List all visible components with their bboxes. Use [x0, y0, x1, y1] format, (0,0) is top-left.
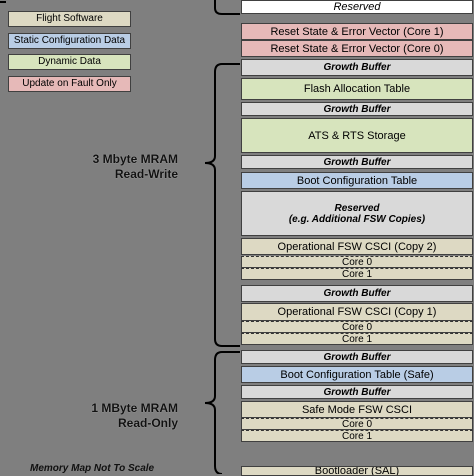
memory-block-growth-buffer: Growth Buffer: [241, 155, 473, 169]
memory-block-label: Core 1: [341, 430, 372, 442]
memory-block-reserved: Reserved(e.g. Additional FSW Copies): [241, 191, 473, 236]
legend-update-on-fault-only: Update on Fault Only: [8, 76, 131, 92]
rw-brace: [204, 63, 240, 347]
memory-block-core-0: Core 0: [241, 321, 473, 333]
memory-block-sublabel: (e.g. Additional FSW Copies): [288, 213, 426, 225]
rw-label-line1: 3 Mbyte MRAM: [92, 152, 178, 166]
memory-block-label: Core 0: [341, 321, 372, 333]
memory-block-label: Core 0: [341, 418, 372, 430]
ro-region-label: 1 MByte MRAM Read-Only: [48, 401, 178, 431]
memory-block-label: Bootloader (SAL): [314, 466, 400, 476]
memory-block-core-1: Core 1: [241, 333, 473, 345]
memory-block-growth-buffer: Growth Buffer: [241, 59, 473, 76]
memory-block-label: Growth Buffer: [323, 288, 391, 299]
legend-dynamic-data: Dynamic Data: [8, 54, 131, 70]
memory-block-growth-buffer: Growth Buffer: [241, 102, 473, 116]
memory-block-core-1: Core 1: [241, 430, 473, 442]
memory-block-label: Core 1: [341, 333, 372, 345]
memory-block-reset-state-error-vector-core-0: Reset State & Error Vector (Core 0): [241, 40, 473, 57]
ro-label-line2: Read-Only: [117, 416, 178, 430]
memory-block-label: ATS & RTS Storage: [308, 129, 406, 142]
ro-brace: [204, 351, 240, 474]
memory-block-reserved: Reserved: [241, 0, 473, 14]
memory-block-label: Reset State & Error Vector (Core 0): [270, 42, 444, 55]
rw-label-line2: Read-Write: [114, 167, 178, 181]
memory-block-operational-fsw-csci-copy-1: Operational FSW CSCI (Copy 1): [241, 303, 473, 321]
memory-block-operational-fsw-csci-copy-2: Operational FSW CSCI (Copy 2): [241, 238, 473, 255]
memory-block-label: Growth Buffer: [323, 156, 391, 168]
rw-region-label: 3 Mbyte MRAM Read-Write: [48, 152, 178, 182]
not-to-scale-note: Memory Map Not To Scale: [30, 463, 155, 474]
memory-block-label: Growth Buffer: [323, 386, 391, 398]
memory-block-boot-configuration-table-safe: Boot Configuration Table (Safe): [241, 366, 473, 383]
memory-block-reset-state-error-vector-core-1: Reset State & Error Vector (Core 1): [241, 23, 473, 40]
memory-block-label: Boot Configuration Table: [296, 174, 418, 187]
memory-block-label: Reserved: [334, 202, 380, 214]
memory-block-label: Growth Buffer: [323, 351, 391, 363]
memory-block-label: Core 1: [341, 268, 372, 280]
top-brace-line: [214, 0, 240, 15]
memory-block-label: Operational FSW CSCI (Copy 2): [277, 240, 437, 253]
legend-static-configuration-data: Static Configuration Data: [8, 33, 131, 49]
memory-block-boot-configuration-table: Boot Configuration Table: [241, 172, 473, 189]
memory-block-growth-buffer: Growth Buffer: [241, 350, 473, 364]
memory-block-label: Growth Buffer: [323, 62, 391, 73]
memory-block-growth-buffer: Growth Buffer: [241, 285, 473, 302]
memory-block-safe-mode-fsw-csci: Safe Mode FSW CSCI: [241, 401, 473, 418]
memory-block-label: Core 0: [341, 256, 372, 268]
memory-block-core-0: Core 0: [241, 418, 473, 430]
memory-block-flash-allocation-table: Flash Allocation Table: [241, 78, 473, 100]
memory-block-label: Reserved: [333, 1, 381, 13]
legend-flight-software: Flight Software: [8, 11, 131, 27]
ro-label-line1: 1 MByte MRAM: [91, 401, 178, 415]
memory-block-label: Safe Mode FSW CSCI: [301, 403, 413, 416]
memory-block-bootloader-sal: Bootloader (SAL): [241, 466, 473, 476]
memory-block-ats-rts-storage: ATS & RTS Storage: [241, 118, 473, 153]
memory-block-label: Boot Configuration Table (Safe): [280, 368, 434, 381]
memory-block-core-1: Core 1: [241, 268, 473, 280]
memory-block-label: Reset State & Error Vector (Core 1): [270, 25, 444, 38]
memory-block-label: Growth Buffer: [323, 103, 391, 115]
memory-block-growth-buffer: Growth Buffer: [241, 385, 473, 399]
memory-block-label: Operational FSW CSCI (Copy 1): [277, 306, 437, 318]
memory-block-label: Flash Allocation Table: [303, 83, 411, 95]
memory-block-core-0: Core 0: [241, 256, 473, 268]
